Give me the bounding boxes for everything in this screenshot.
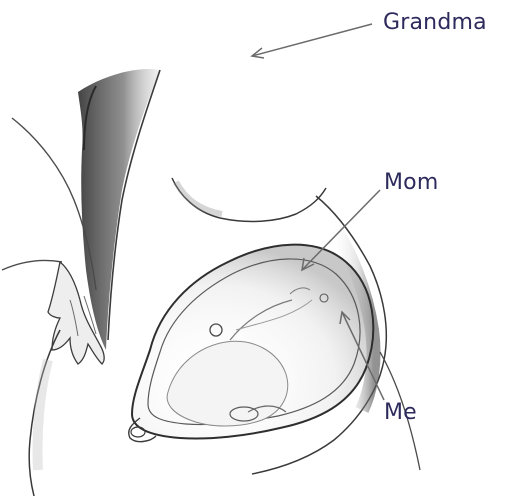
me-label: Me bbox=[384, 400, 417, 426]
grandma-label: Grandma bbox=[383, 10, 487, 36]
mom-label: Mom bbox=[384, 170, 438, 196]
grandma-arrow bbox=[252, 24, 372, 58]
torso-shading bbox=[78, 69, 160, 350]
grandma-body-outline bbox=[172, 178, 326, 221]
